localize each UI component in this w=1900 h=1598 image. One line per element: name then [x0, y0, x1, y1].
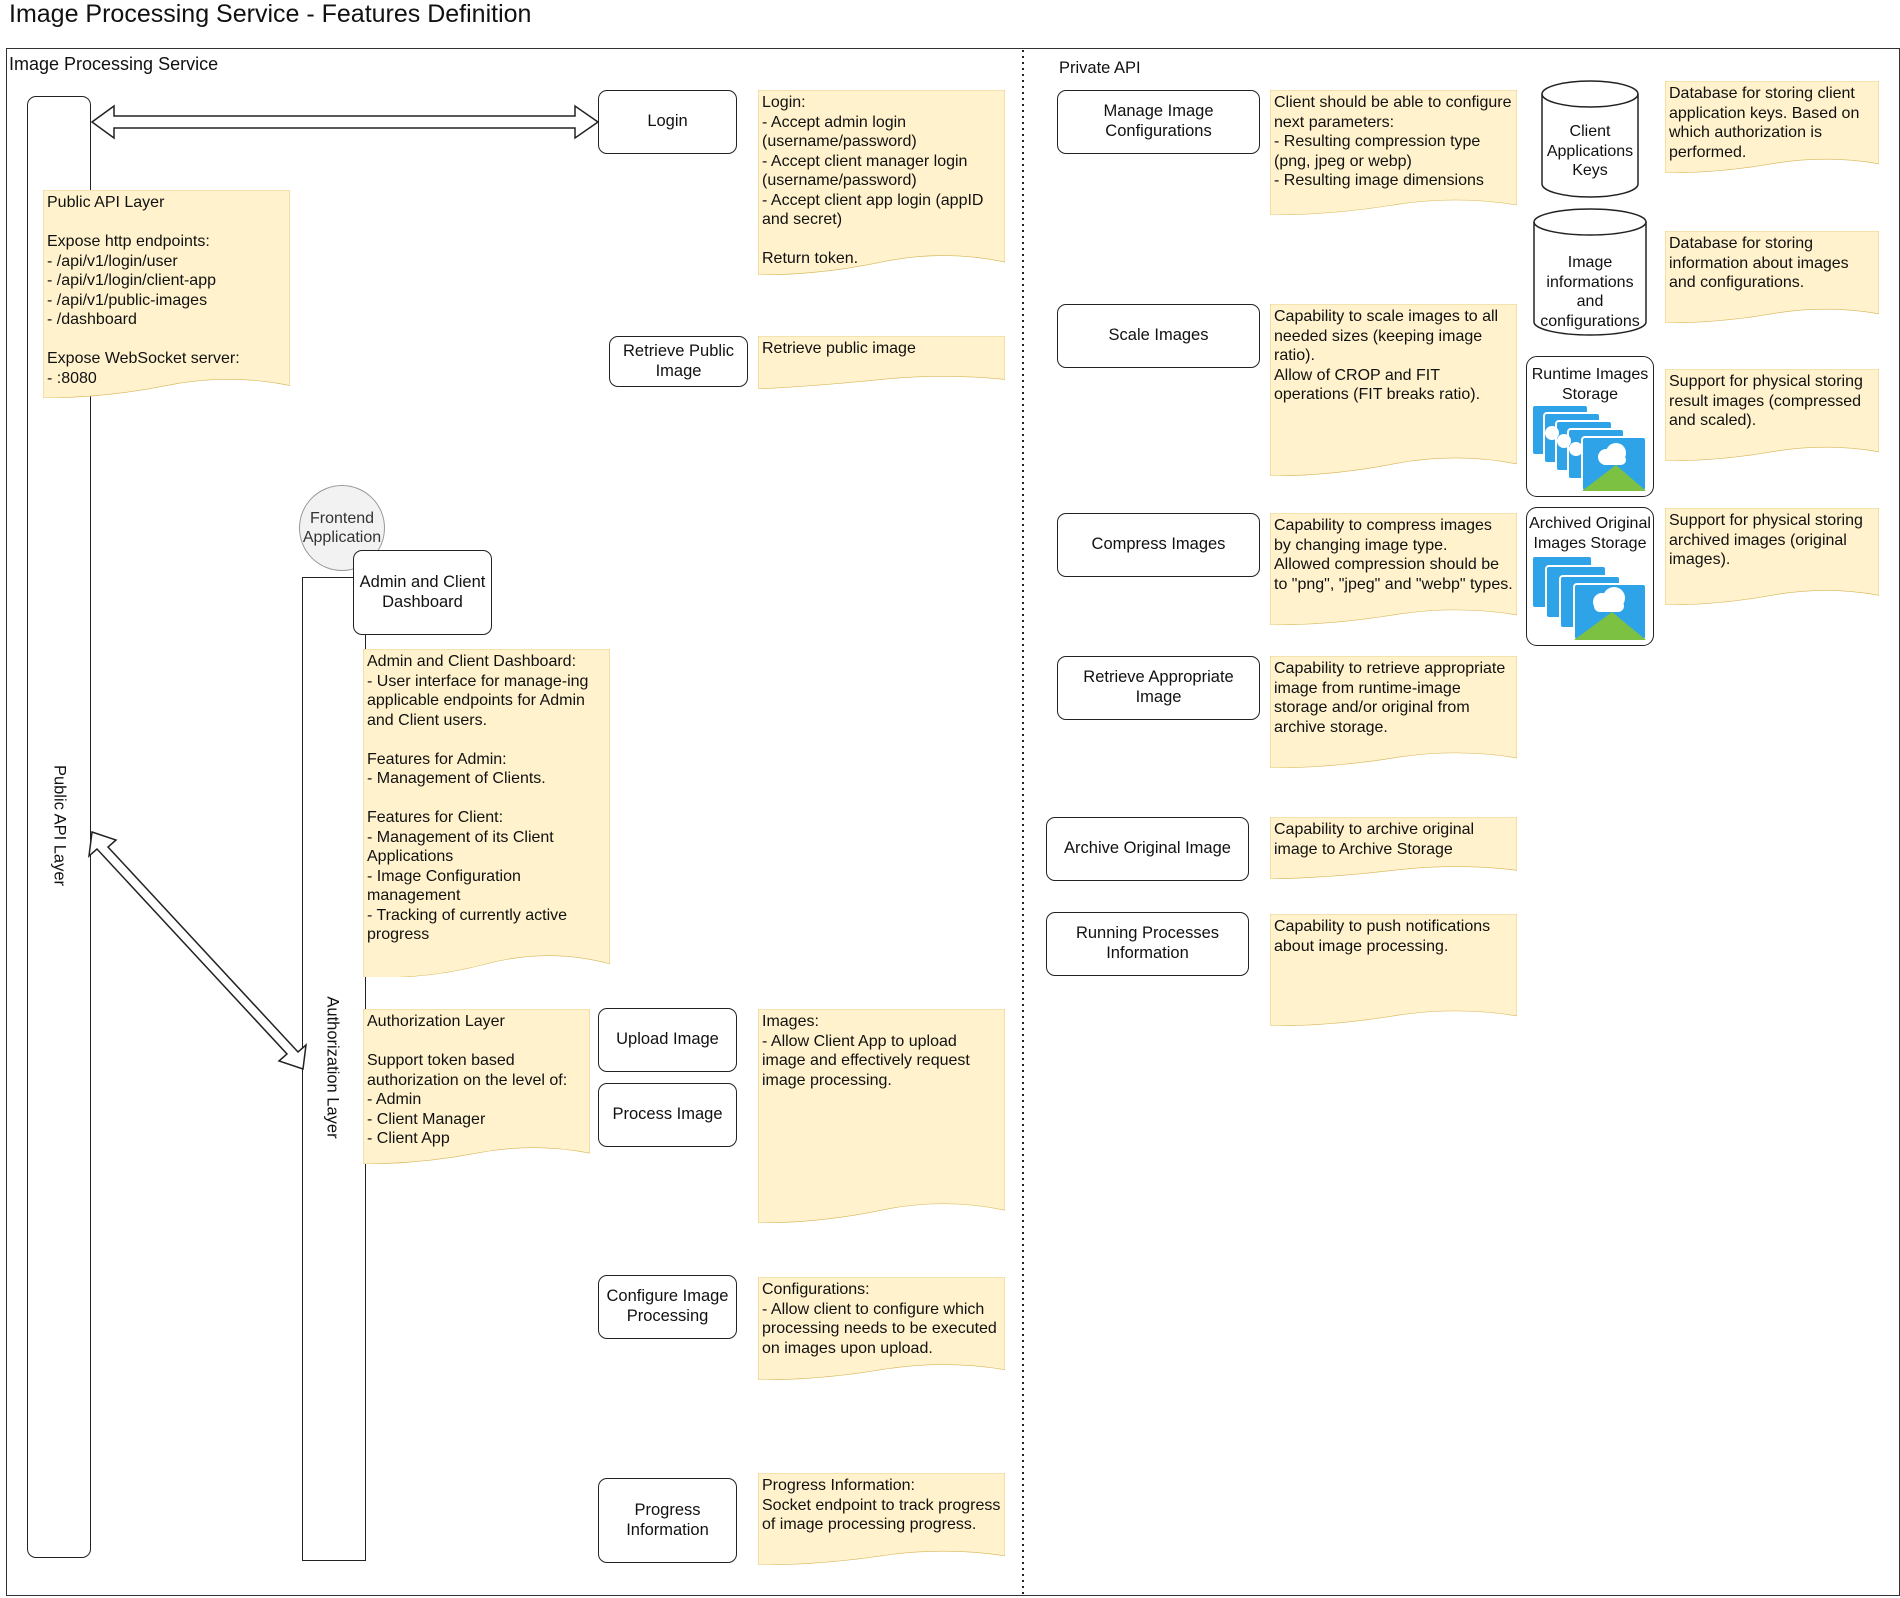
client-keys-db-note-text: Database for storing client application …: [1669, 85, 1860, 161]
login-note: Login: - Accept admin login (username/pa…: [758, 90, 1005, 275]
compress-note-text: Capability to compress images by changin…: [1274, 517, 1513, 593]
progress-information-feature: Progress Information: [598, 1478, 737, 1563]
configurations-note: Configurations: - Allow client to config…: [758, 1277, 1005, 1380]
retrieve-public-image-note: Retrieve public image: [758, 336, 1005, 389]
retrieve-appropriate-note-text: Capability to retrieve appropriate image…: [1274, 660, 1506, 736]
archive-original-image-feature: Archive Original Image: [1046, 817, 1249, 881]
client-applications-keys-db: Client Applications Keys: [1541, 80, 1639, 198]
scale-note-text: Capability to scale images to all needed…: [1274, 308, 1499, 403]
dashboard-note-text: Admin and Client Dashboard: - User inter…: [367, 653, 589, 943]
archived-original-images-storage-label: Archived Original Images Storage: [1529, 515, 1651, 552]
runtime-storage-note-text: Support for physical storing result imag…: [1669, 373, 1863, 429]
manage-configs-note: Client should be able to configure next …: [1270, 90, 1517, 215]
retrieve-public-image-feature: Retrieve Public Image: [609, 336, 748, 387]
retrieve-public-image-note-text: Retrieve public image: [762, 340, 916, 357]
admin-client-dashboard-feature: Admin and Client Dashboard: [353, 550, 492, 635]
public-api-layer-note-text: Public API Layer Expose http endpoints: …: [47, 194, 240, 387]
running-processes-information-feature: Running Processes Information: [1046, 912, 1249, 976]
image-info-db-note-text: Database for storing information about i…: [1669, 235, 1849, 291]
authorization-note-text: Authorization Layer Support token based …: [367, 1013, 568, 1147]
compress-note: Capability to compress images by changin…: [1270, 513, 1517, 625]
authorization-note: Authorization Layer Support token based …: [363, 1009, 590, 1164]
configure-image-processing-feature: Configure Image Processing: [598, 1275, 737, 1339]
images-note: Images: - Allow Client App to upload ima…: [758, 1009, 1005, 1223]
retrieve-appropriate-image-feature: Retrieve Appropriate Image: [1057, 656, 1260, 720]
runtime-storage-note: Support for physical storing result imag…: [1665, 369, 1879, 461]
login-feature: Login: [598, 90, 737, 154]
public-api-layer-note: Public API Layer Expose http endpoints: …: [43, 190, 290, 398]
process-image-feature: Process Image: [598, 1083, 737, 1147]
client-applications-keys-label: Client Applications Keys: [1546, 123, 1634, 179]
frontend-application: Frontend Application: [299, 485, 385, 571]
service-label: Image Processing Service: [9, 54, 219, 74]
authorization-layer: [302, 577, 366, 1561]
images-note-text: Images: - Allow Client App to upload ima…: [762, 1013, 970, 1089]
scale-note: Capability to scale images to all needed…: [1270, 304, 1517, 476]
compress-images-feature: Compress Images: [1057, 513, 1260, 577]
archive-storage-note-text: Support for physical storing archived im…: [1669, 512, 1863, 568]
private-api-label: Private API: [1059, 59, 1141, 77]
auth-double-arrow: [88, 830, 307, 1071]
login-note-text: Login: - Accept admin login (username/pa…: [762, 94, 984, 267]
image-stack-icon: [1531, 404, 1647, 492]
progress-note: Progress Information: Socket endpoint to…: [758, 1473, 1005, 1565]
retrieve-appropriate-note: Capability to retrieve appropriate image…: [1270, 656, 1517, 768]
archive-storage-note: Support for physical storing archived im…: [1665, 508, 1879, 605]
image-stack-icon: [1531, 555, 1647, 641]
dashboard-note: Admin and Client Dashboard: - User inter…: [363, 649, 610, 977]
configurations-note-text: Configurations: - Allow client to config…: [762, 1281, 997, 1357]
upload-image-feature: Upload Image: [598, 1008, 737, 1072]
manage-image-configurations-feature: Manage Image Configurations: [1057, 90, 1260, 154]
page-title: Image Processing Service - Features Defi…: [9, 0, 532, 28]
image-informations-label: Image informations and configurations: [1540, 254, 1640, 330]
runtime-images-storage-label: Runtime Images Storage: [1531, 366, 1649, 403]
image-informations-db: Image informations and configurations: [1533, 208, 1647, 336]
runtime-images-storage: Runtime Images Storage: [1526, 356, 1654, 497]
archive-note-text: Capability to archive original image to …: [1274, 821, 1475, 858]
login-double-arrow: [90, 104, 600, 140]
progress-note-text: Progress Information: Socket endpoint to…: [762, 1477, 1001, 1533]
manage-configs-note-text: Client should be able to configure next …: [1274, 94, 1512, 189]
archived-original-images-storage: Archived Original Images Storage: [1526, 507, 1654, 646]
image-info-db-note: Database for storing information about i…: [1665, 231, 1879, 323]
client-keys-db-note: Database for storing client application …: [1665, 81, 1879, 173]
running-note-text: Capability to push notifications about i…: [1274, 918, 1491, 955]
archive-note: Capability to archive original image to …: [1270, 817, 1517, 879]
running-note: Capability to push notifications about i…: [1270, 914, 1517, 1026]
scale-images-feature: Scale Images: [1057, 304, 1260, 368]
